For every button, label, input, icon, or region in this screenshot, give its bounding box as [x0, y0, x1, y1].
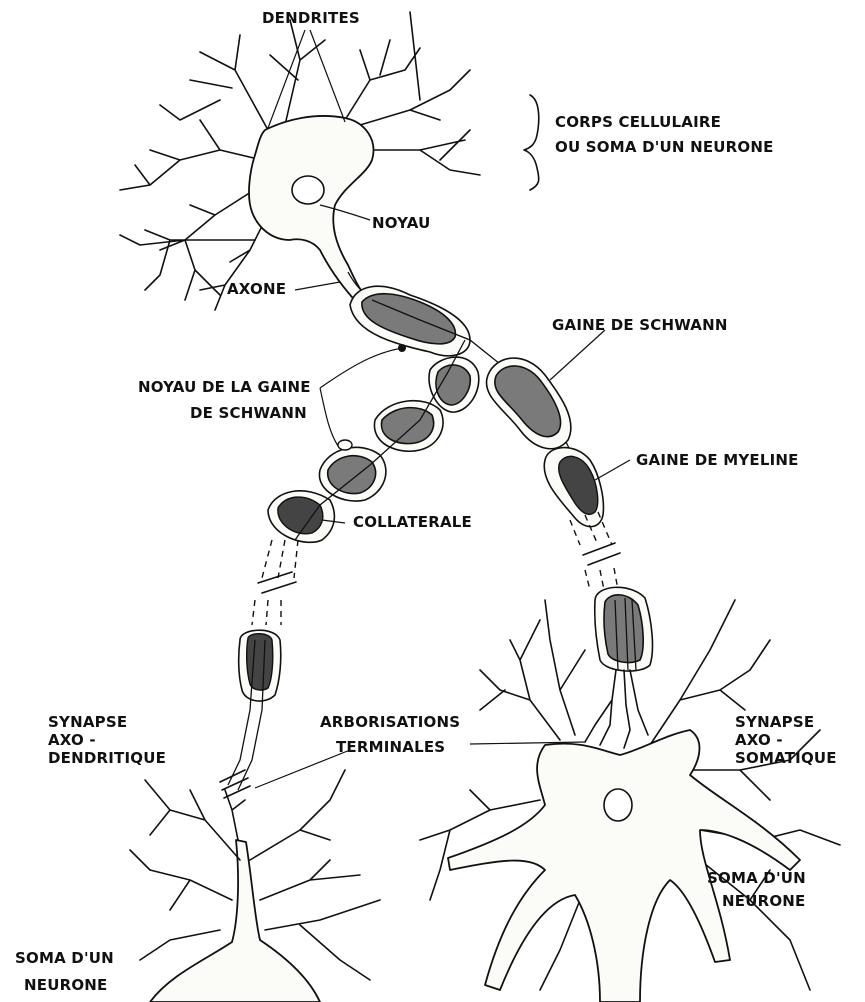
label-dendrites: DENDRITES	[262, 9, 360, 27]
label-synapse-ad-1: SYNAPSE	[48, 713, 127, 731]
label-soma-neurone: OU SOMA D'UN NEURONE	[555, 138, 774, 156]
top-nucleus	[292, 176, 324, 204]
label-synapse-as-3: SOMATIQUE	[735, 749, 837, 767]
label-noyau-gaine-1: NOYAU DE LA GAINE	[138, 378, 311, 396]
label-synapse-ad-3: DENDRITIQUE	[48, 749, 166, 767]
label-arborisations: ARBORISATIONS	[320, 713, 460, 731]
label-soma-left-2: NEURONE	[24, 976, 107, 994]
bottom-left-neuron	[130, 770, 380, 1002]
top-soma	[249, 116, 373, 306]
label-soma-right-2: NEURONE	[722, 892, 805, 910]
top-neuron	[120, 12, 480, 310]
schwann-nucleus-2	[338, 440, 352, 450]
label-synapse-as-2: AXO -	[735, 731, 783, 749]
label-noyau: NOYAU	[372, 214, 431, 232]
label-gaine-myeline: GAINE DE MYELINE	[636, 451, 799, 469]
label-corps-cellulaire: CORPS CELLULAIRE	[555, 113, 721, 131]
bottom-right-soma	[448, 730, 800, 1002]
label-axone: AXONE	[227, 280, 286, 298]
label-synapse-as-1: SYNAPSE	[735, 713, 814, 731]
label-soma-left-1: SOMA D'UN	[15, 949, 114, 967]
label-soma-right-1: SOMA D'UN	[707, 869, 806, 887]
label-collaterale: COLLATERALE	[353, 513, 472, 531]
label-terminales: TERMINALES	[336, 738, 445, 756]
label-synapse-ad-2: AXO -	[48, 731, 96, 749]
right-branch	[350, 286, 652, 671]
bottom-right-nucleus	[604, 789, 632, 821]
label-gaine-schwann: GAINE DE SCHWANN	[552, 316, 728, 334]
bottom-left-soma	[150, 840, 320, 1002]
labels: DENDRITES CORPS CELLULAIRE OU SOMA D'UN …	[15, 9, 837, 994]
label-noyau-gaine-2: DE SCHWANN	[190, 404, 307, 422]
